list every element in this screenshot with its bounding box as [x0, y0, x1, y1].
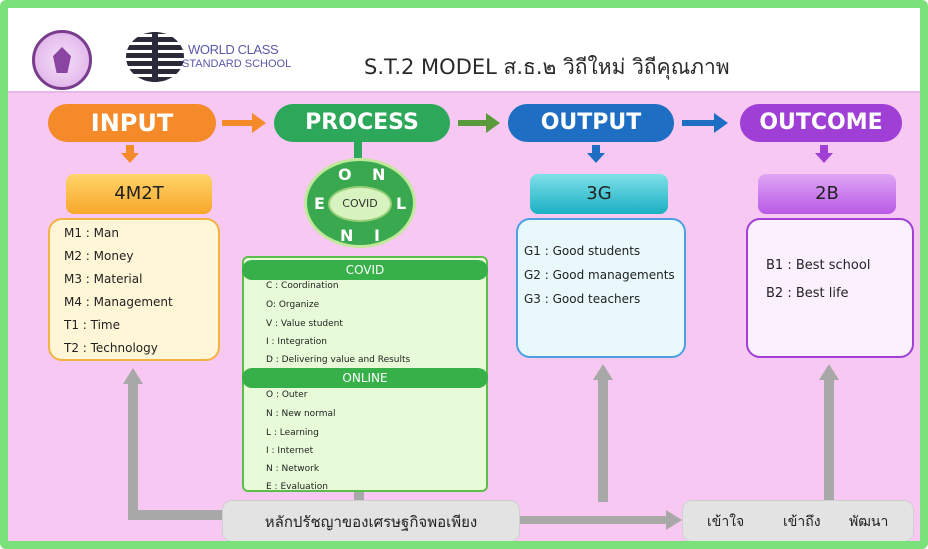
wheel-letter: N	[340, 226, 354, 245]
input-item: T2 : Technology	[64, 341, 158, 355]
input-item: M4 : Management	[64, 295, 173, 309]
output-item: G3 : Good teachers	[524, 292, 641, 306]
step-access: เข้าถึง	[783, 514, 821, 530]
outcome-list	[746, 218, 914, 358]
process-down-connector	[354, 142, 362, 158]
wheel-letter: L	[396, 194, 407, 213]
wheel-letter: I	[374, 226, 380, 245]
output-list	[516, 218, 686, 358]
input-item: M3 : Material	[64, 272, 143, 286]
stage-input: INPUT	[48, 104, 216, 142]
stage-output: OUTPUT	[508, 104, 674, 142]
outcome-item: B1 : Best school	[766, 258, 871, 273]
input-list	[48, 218, 220, 361]
online-item: O : Outer	[266, 390, 308, 400]
input-group-title: 4M2T	[66, 174, 212, 214]
output-item: G2 : Good managements	[524, 268, 675, 282]
world-class-logo-subtext: STANDARD SCHOOL	[182, 58, 292, 70]
covid-item: C : Coordination	[266, 281, 339, 291]
outcome-group-title: 2B	[758, 174, 896, 214]
online-item: I : Internet	[266, 446, 314, 456]
online-item: L : Learning	[266, 428, 319, 438]
development-steps-box: เข้าใจ เข้าถึง พัฒนา	[682, 500, 914, 541]
online-item: N : Network	[266, 464, 320, 474]
school-seal-logo	[32, 30, 92, 90]
online-item: E : Evaluation	[266, 482, 328, 492]
outcome-item: B2 : Best life	[766, 286, 849, 301]
covid-item: D : Delivering value and Results	[266, 355, 411, 365]
online-item: N : New normal	[266, 409, 336, 419]
wheel-center	[328, 186, 392, 222]
sufficiency-philosophy-box: หลักปรัชญาของเศรษฐกิจพอเพียง	[222, 500, 520, 541]
wheel-letter: E	[314, 194, 325, 213]
wheel-center-label: COVID	[342, 197, 378, 210]
online-header: ONLINE	[242, 368, 488, 388]
step-understand: เข้าใจ	[707, 514, 745, 530]
step-develop: พัฒนา	[849, 514, 889, 530]
output-group-title: 3G	[530, 174, 668, 214]
covid-item: I : Integration	[266, 337, 328, 347]
stage-process: PROCESS	[274, 104, 450, 142]
wheel-letter: N	[372, 165, 386, 184]
world-class-logo-text: WORLD CLASS	[188, 42, 279, 57]
covid-header: COVID	[242, 260, 488, 280]
covid-item: O: Organize	[266, 300, 320, 310]
output-item: G1 : Good students	[524, 244, 641, 258]
input-item: M2 : Money	[64, 249, 134, 263]
covid-item: V : Value student	[266, 319, 343, 329]
stage-outcome: OUTCOME	[740, 104, 902, 142]
wheel-letter: O	[338, 165, 352, 184]
globe-icon	[126, 32, 184, 82]
input-item: M1 : Man	[64, 226, 119, 240]
input-item: T1 : Time	[64, 318, 121, 332]
page-title: S.T.2 MODEL ส.ธ.๒ วิถีใหม่ วิถีคุณภาพ	[364, 55, 730, 79]
header-bar: WORLD CLASS STANDARD SCHOOL S.T.2 MODEL …	[8, 8, 920, 93]
